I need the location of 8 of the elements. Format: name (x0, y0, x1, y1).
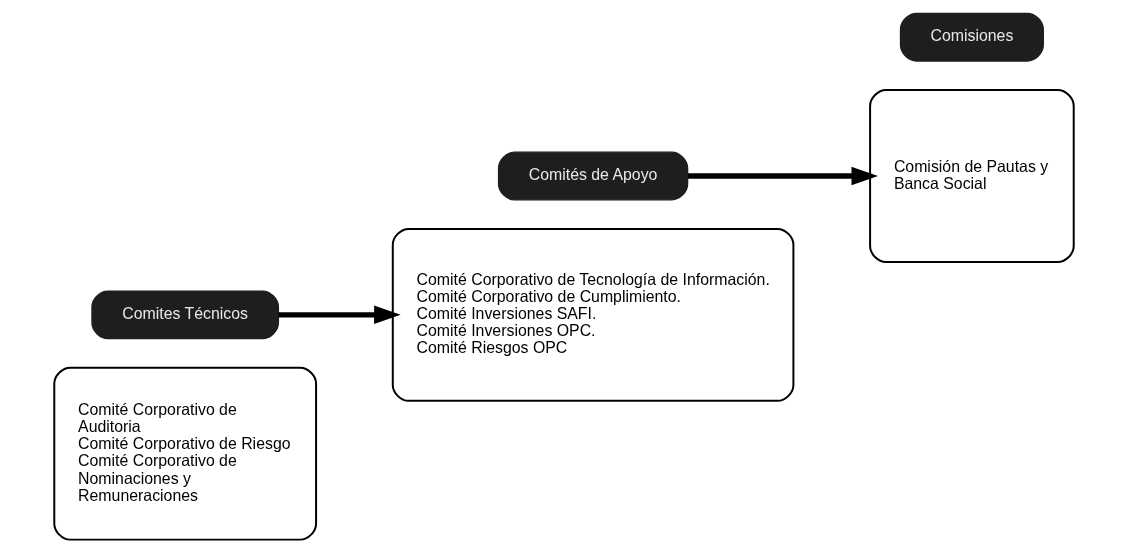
node-box: Comisiones (899, 12, 1044, 62)
node-box: Comité Corporativo de Auditoria Comité Corporativo de Riesgo Comité Corporativo de Nominaciones y Remuneraciones (53, 366, 318, 541)
node-box: Comites Técnicos (91, 290, 280, 340)
arrow (278, 305, 401, 325)
node-box: Comités de Apoyo (497, 151, 689, 201)
node-box: Comisión de Pautas y Banca Social (869, 89, 1075, 263)
node-box: Comité Corporativo de Tecnología de Información. Comité Corporativo de Cumplimiento. Comité Inversiones SAFI. Comité Inversiones OPC. Comité Riesgos OPC (391, 227, 795, 402)
arrow (687, 166, 878, 186)
